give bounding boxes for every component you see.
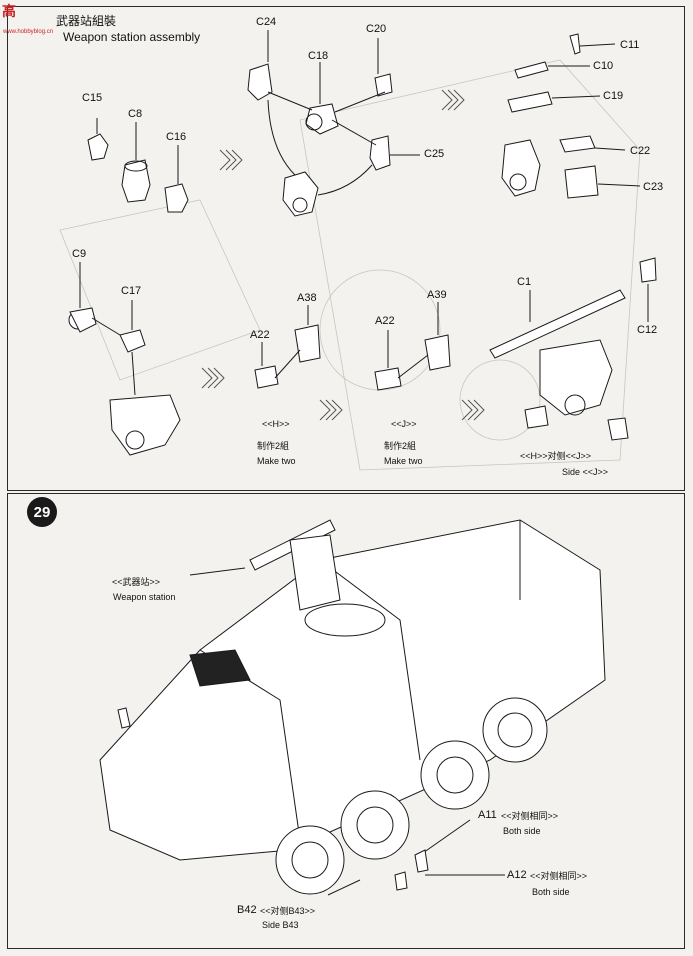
label-a22-j: A22 — [375, 315, 395, 327]
label-c1: C1 — [517, 276, 532, 288]
label-c24: C24 — [256, 16, 277, 28]
label-c10: C10 — [593, 60, 614, 72]
label-c8: C8 — [128, 108, 143, 120]
logo-url: www.hobbyblog.cn — [3, 29, 54, 35]
subassembly-h-make-en: Make two — [257, 456, 296, 466]
label-c19: C19 — [603, 90, 624, 102]
label-c20: C20 — [366, 23, 387, 35]
label-a12-cn: <<对侧相同>> — [530, 871, 588, 881]
step-title-cn: 武器站組裝 — [56, 14, 117, 28]
label-b42-en: Side B43 — [262, 920, 299, 930]
side-note-cn: <<H>>对侧<<J>> — [520, 451, 592, 461]
label-c16: C16 — [166, 131, 187, 143]
label-b42: B42 — [237, 904, 257, 916]
label-c12: C12 — [637, 324, 658, 336]
label-a22-h: A22 — [250, 329, 270, 341]
parts-c24-c25 — [247, 30, 420, 217]
label-a39: A39 — [427, 289, 447, 301]
label-a11-en: Both side — [503, 826, 541, 836]
label-c15: C15 — [82, 92, 103, 104]
label-a11: A11 — [478, 809, 497, 821]
arrow-2 — [441, 89, 465, 111]
label-a11-cn: <<对侧相同>> — [501, 811, 559, 821]
label-a12-en: Both side — [532, 887, 570, 897]
stryker-vehicle — [99, 519, 606, 896]
step-number-badge: 29 — [27, 497, 57, 527]
label-c11: C11 — [620, 39, 640, 51]
label-b42-cn: <<对侧B43>> — [260, 906, 316, 916]
subassembly-j — [374, 302, 451, 391]
step-28-frame — [7, 6, 685, 491]
side-note-en: Side <<J>> — [562, 467, 609, 477]
parts-c11-c23 — [501, 33, 641, 199]
weapon-station-label-en: Weapon station — [113, 592, 176, 602]
arrow-3 — [201, 367, 225, 389]
arrow-4 — [319, 399, 343, 421]
parts-c9-c17 — [68, 262, 181, 456]
weapon-station-label-cn: <<武器站>> — [112, 577, 161, 587]
step-29-frame — [7, 493, 685, 949]
subassembly-j-make-cn: 制作2組 — [384, 441, 417, 451]
arrow-1 — [219, 149, 243, 171]
label-c18: C18 — [308, 50, 329, 62]
subassembly-h-label: <<H>> — [262, 419, 290, 429]
weapon-station-assembled — [489, 257, 657, 441]
subassembly-h-make-cn: 制作2組 — [257, 441, 290, 451]
label-c22: C22 — [630, 145, 651, 157]
parts-c15-c8-c16 — [87, 118, 189, 213]
label-a38: A38 — [297, 292, 317, 304]
label-c23: C23 — [643, 181, 664, 193]
subassembly-h — [254, 305, 321, 389]
logo-text: 高 — [2, 3, 17, 19]
label-c9: C9 — [72, 248, 87, 260]
site-logo: 高 www.hobbyblog.cn — [0, 0, 62, 40]
label-c17: C17 — [121, 285, 142, 297]
arrow-5 — [461, 399, 485, 421]
subassembly-j-make-en: Make two — [384, 456, 423, 466]
step-title-en: Weapon station assembly — [63, 30, 201, 44]
label-c25: C25 — [424, 148, 445, 160]
label-a12: A12 — [507, 869, 527, 881]
subassembly-j-label: <<J>> — [391, 419, 417, 429]
